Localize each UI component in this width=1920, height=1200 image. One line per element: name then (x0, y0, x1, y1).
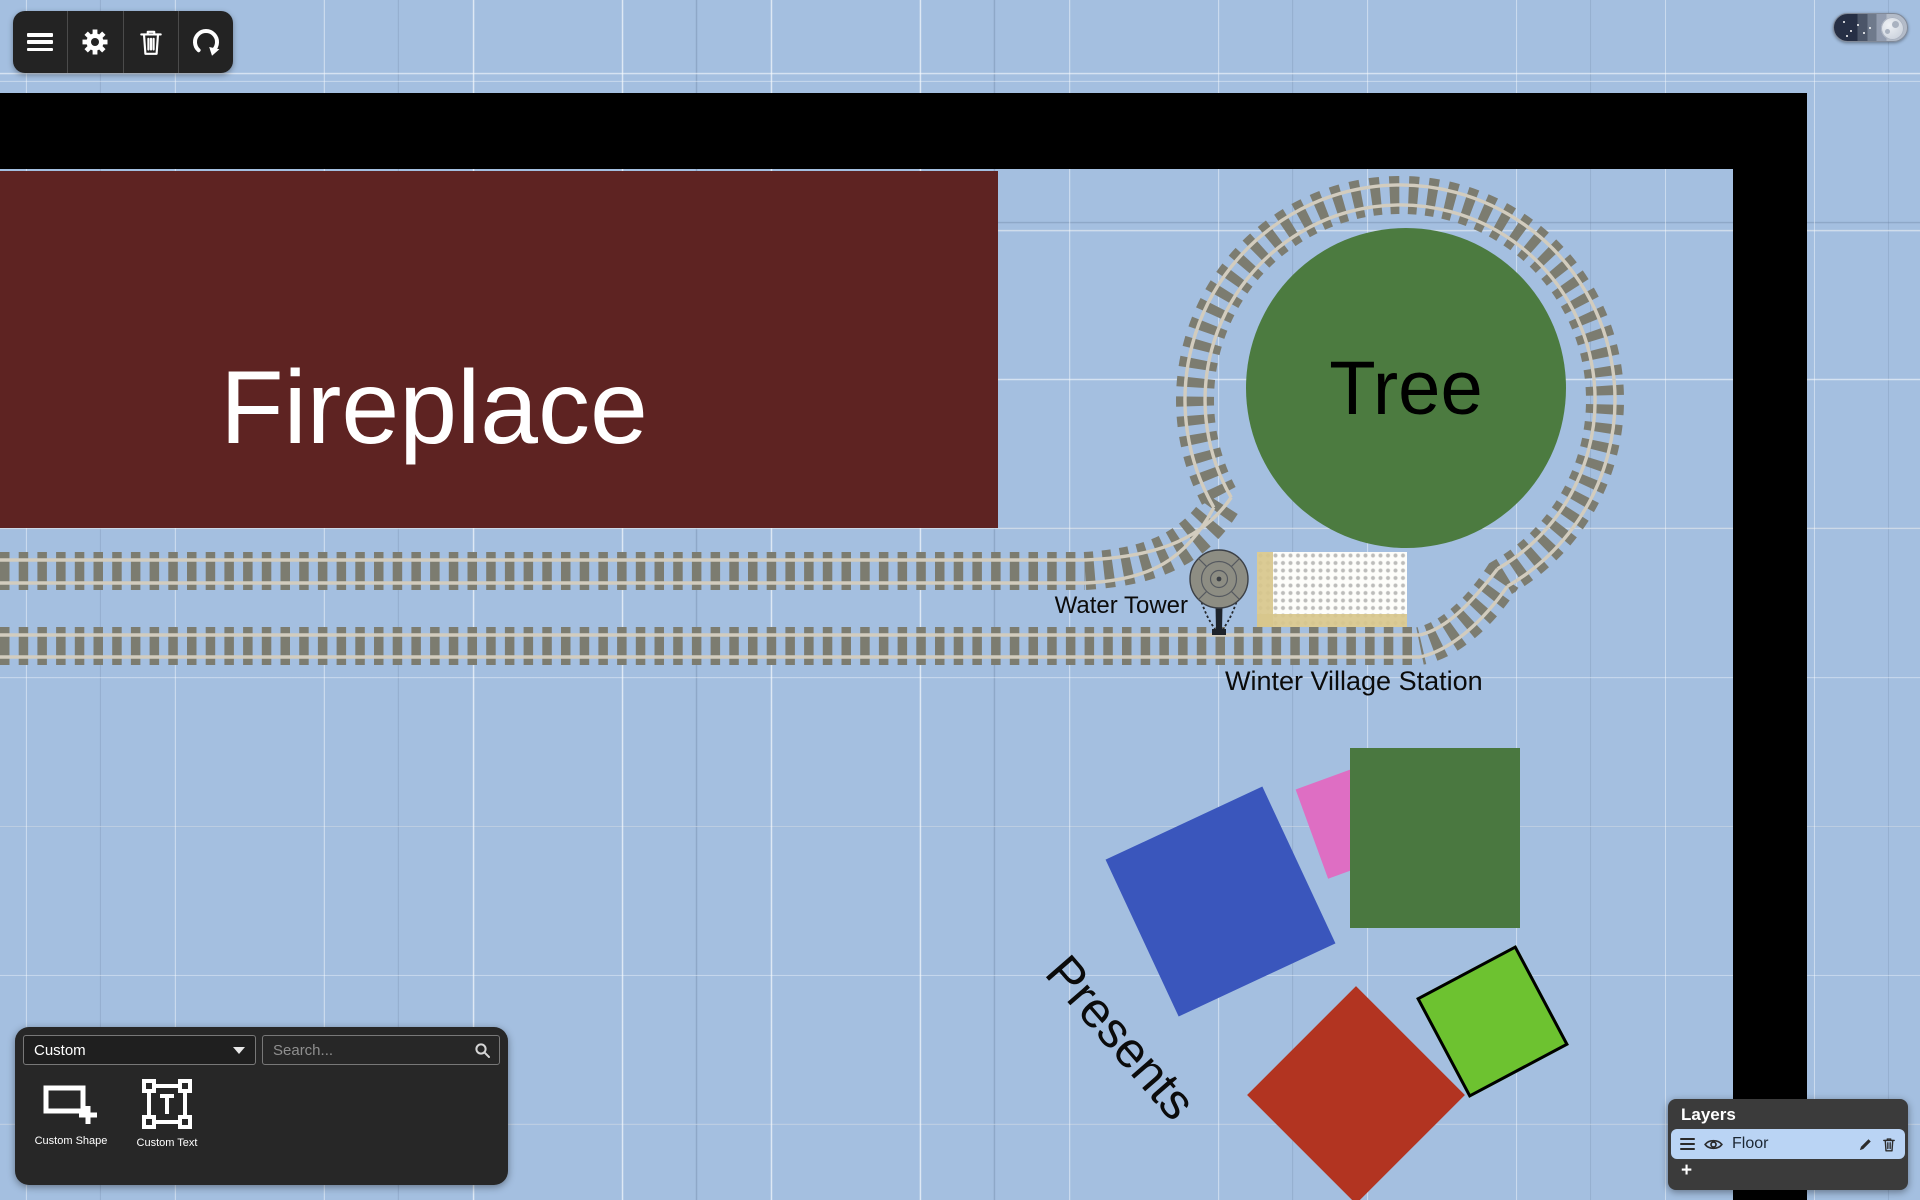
fireplace-label: Fireplace (220, 350, 648, 466)
present-green-square[interactable] (1350, 748, 1520, 928)
menu-button[interactable] (13, 11, 69, 73)
moon-icon (1881, 17, 1904, 40)
menu-icon (27, 33, 54, 51)
trash-icon (139, 30, 162, 55)
platform-edge-left (1257, 552, 1273, 627)
drag-handle-icon[interactable] (1680, 1138, 1695, 1150)
custom-text-tool[interactable]: Custom Text (119, 1079, 215, 1149)
delete-layer-trash-icon[interactable] (1882, 1137, 1896, 1152)
category-dropdown[interactable]: Custom (23, 1035, 256, 1065)
settings-button[interactable] (68, 11, 124, 73)
search-box (262, 1035, 500, 1065)
fireplace-shape[interactable]: Fireplace (0, 171, 998, 528)
visibility-eye-icon[interactable] (1704, 1138, 1723, 1151)
custom-shape-tool[interactable]: Custom Shape (23, 1079, 119, 1149)
custom-shape-label: Custom Shape (34, 1135, 108, 1147)
theme-toggle[interactable] (1833, 13, 1908, 42)
layers-panel: Layers Floor + (1668, 1099, 1908, 1190)
main-toolbar (13, 11, 233, 73)
track-ties (0, 175, 1625, 665)
gear-icon (82, 29, 108, 55)
layers-panel-title: Layers (1681, 1105, 1736, 1124)
water-tower[interactable] (1189, 549, 1249, 635)
rotate-icon (192, 29, 220, 56)
search-icon (475, 1042, 490, 1058)
custom-text-icon (142, 1079, 192, 1129)
chevron-down-icon (233, 1046, 245, 1054)
delete-button[interactable] (124, 11, 179, 73)
shape-palette-panel: Custom Custom Shape (15, 1027, 508, 1185)
tree-label: Tree (1329, 345, 1483, 431)
track-rails (0, 183, 1617, 659)
stars-icon (1843, 21, 1845, 23)
wall-top[interactable] (0, 93, 1807, 169)
layer-name: Floor (1732, 1135, 1769, 1152)
station-platform[interactable] (1257, 552, 1407, 627)
custom-shape-icon (43, 1085, 97, 1124)
wall-right[interactable] (1733, 93, 1807, 1200)
search-input[interactable] (271, 1040, 474, 1060)
category-value: Custom (34, 1041, 86, 1059)
station-label[interactable]: Winter Village Station (1225, 666, 1483, 696)
water-tower-label[interactable]: Water Tower (1054, 592, 1188, 619)
rotate-button[interactable] (179, 11, 233, 73)
add-layer-button[interactable]: + (1681, 1160, 1693, 1181)
layer-row-floor[interactable]: Floor (1671, 1129, 1905, 1159)
edit-pencil-icon[interactable] (1858, 1137, 1873, 1152)
custom-text-label: Custom Text (136, 1137, 198, 1149)
tree-shape[interactable]: Tree (1246, 228, 1566, 548)
platform-edge-bottom (1257, 614, 1407, 627)
